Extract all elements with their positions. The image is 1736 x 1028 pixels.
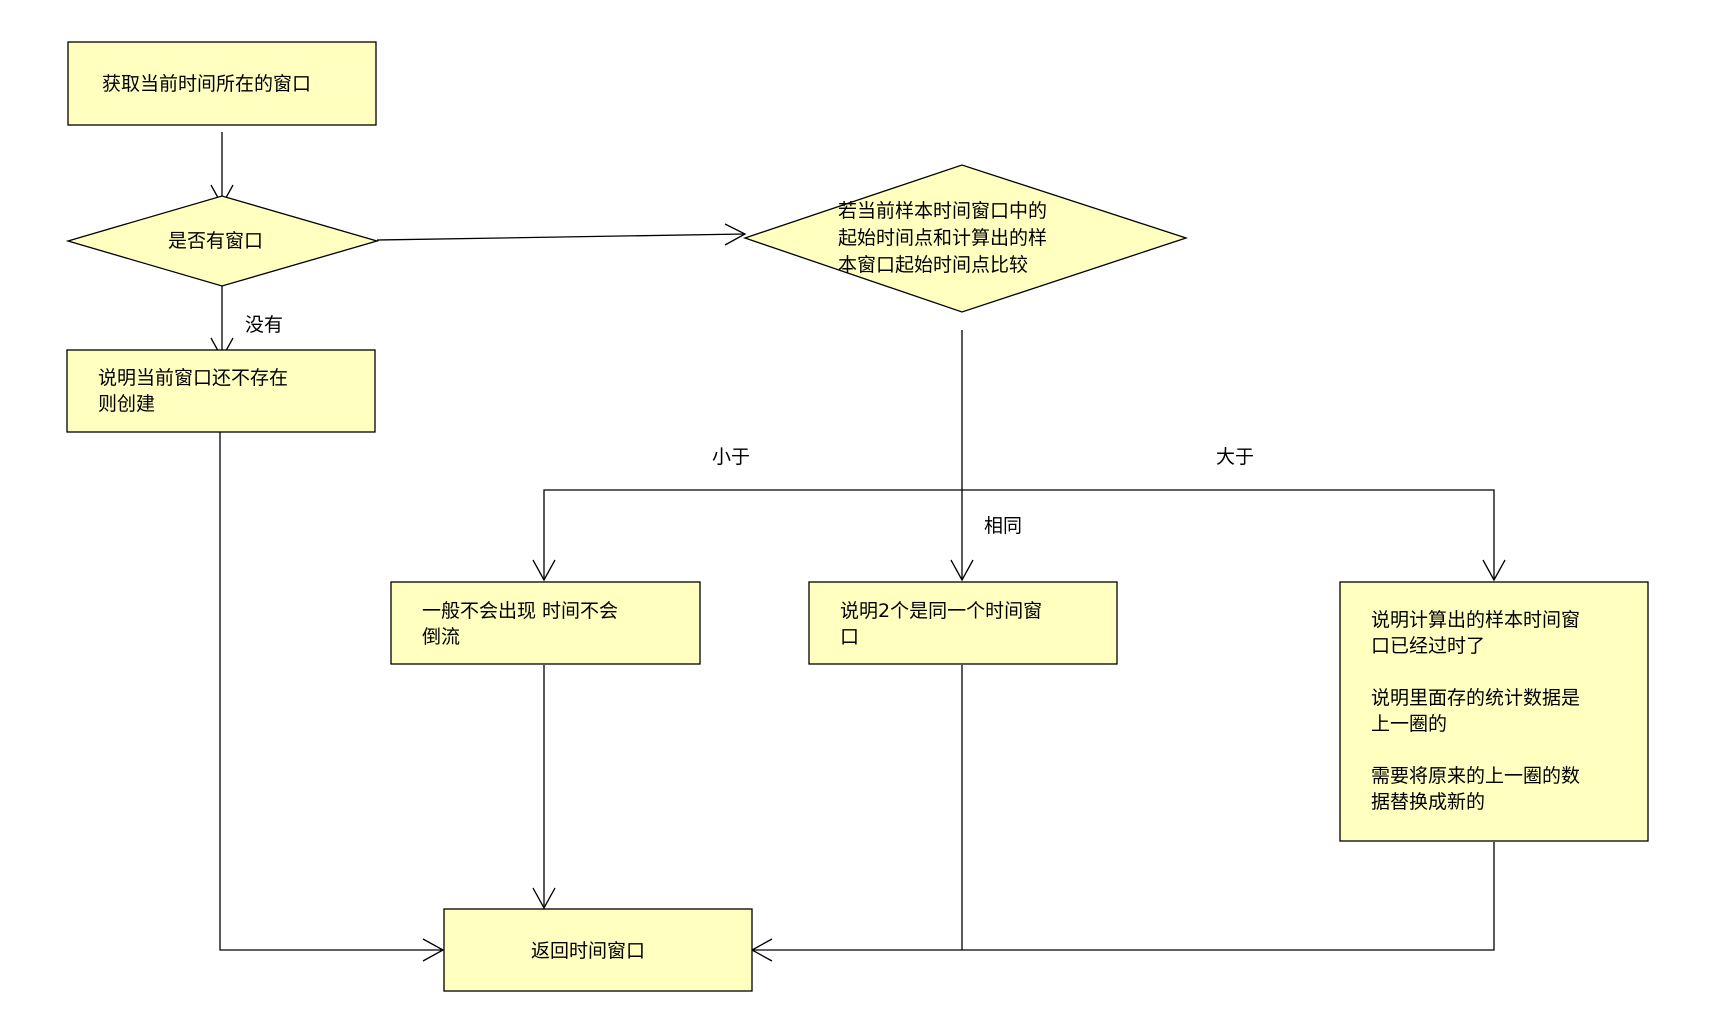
edge-label-less: 小于 xyxy=(712,446,750,468)
node-has-window: 是否有窗口 xyxy=(65,195,380,287)
arrowhead-less-to-return xyxy=(532,887,556,910)
edge-label-greater: 大于 xyxy=(1216,446,1254,468)
node-get-window-text: 获取当前时间所在的窗口 xyxy=(102,73,311,95)
node-same-case-box xyxy=(808,581,1118,665)
edges xyxy=(210,132,1506,962)
node-create-window-box xyxy=(66,349,376,433)
node-compare: 若当前样本时间窗口中的 起始时间点和计算出的样 本窗口起始时间点比较 xyxy=(742,164,1189,313)
arrowhead-to-greater xyxy=(1482,559,1506,582)
node-has-window-text: 是否有窗口 xyxy=(168,230,263,252)
edge-check-to-compare xyxy=(376,233,746,241)
node-less-case-box xyxy=(390,581,701,665)
edge-create-to-return xyxy=(219,432,443,951)
node-compare-diamond xyxy=(742,164,1189,313)
arrowhead-compare-to-same xyxy=(950,559,974,582)
node-same-case-text: 说明2个是同一个时间窗 口 xyxy=(840,600,1048,648)
node-return-window-text: 返回时间窗口 xyxy=(531,940,645,962)
node-get-window-box xyxy=(67,41,377,126)
node-greater-case: 说明计算出的样本时间窗 口已经过时了 说明里面存的统计数据是 上一圈的 需要将原… xyxy=(1339,581,1649,842)
node-greater-case-text: 说明计算出的样本时间窗 口已经过时了 说明里面存的统计数据是 上一圈的 需要将原… xyxy=(1371,609,1586,813)
edge-greater-to-return xyxy=(752,842,1495,951)
node-return-window-box xyxy=(443,908,753,992)
arrowhead-check-to-compare xyxy=(724,223,747,246)
node-return-window: 返回时间窗口 xyxy=(443,908,753,992)
edge-branch-horizontal xyxy=(543,489,1495,580)
node-less-case: 一般不会出现 时间不会 倒流 xyxy=(390,581,701,665)
node-create-window: 说明当前窗口还不存在 则创建 xyxy=(66,349,376,433)
node-same-case: 说明2个是同一个时间窗 口 xyxy=(808,581,1118,665)
node-get-window: 获取当前时间所在的窗口 xyxy=(67,41,377,126)
edge-label-same: 相同 xyxy=(984,515,1022,537)
edge-label-no: 没有 xyxy=(245,314,283,336)
edge-labels: 没有 小于 大于 相同 xyxy=(245,314,1254,537)
node-create-window-text: 说明当前窗口还不存在 则创建 xyxy=(98,367,294,415)
node-less-case-text: 一般不会出现 时间不会 倒流 xyxy=(422,600,624,648)
node-greater-case-box xyxy=(1339,581,1649,842)
arrowhead-to-less xyxy=(532,559,556,582)
arrowhead-create-to-return xyxy=(422,938,445,962)
node-has-window-diamond xyxy=(65,195,380,287)
node-compare-text: 若当前样本时间窗口中的 起始时间点和计算出的样 本窗口起始时间点比较 xyxy=(838,200,1053,276)
